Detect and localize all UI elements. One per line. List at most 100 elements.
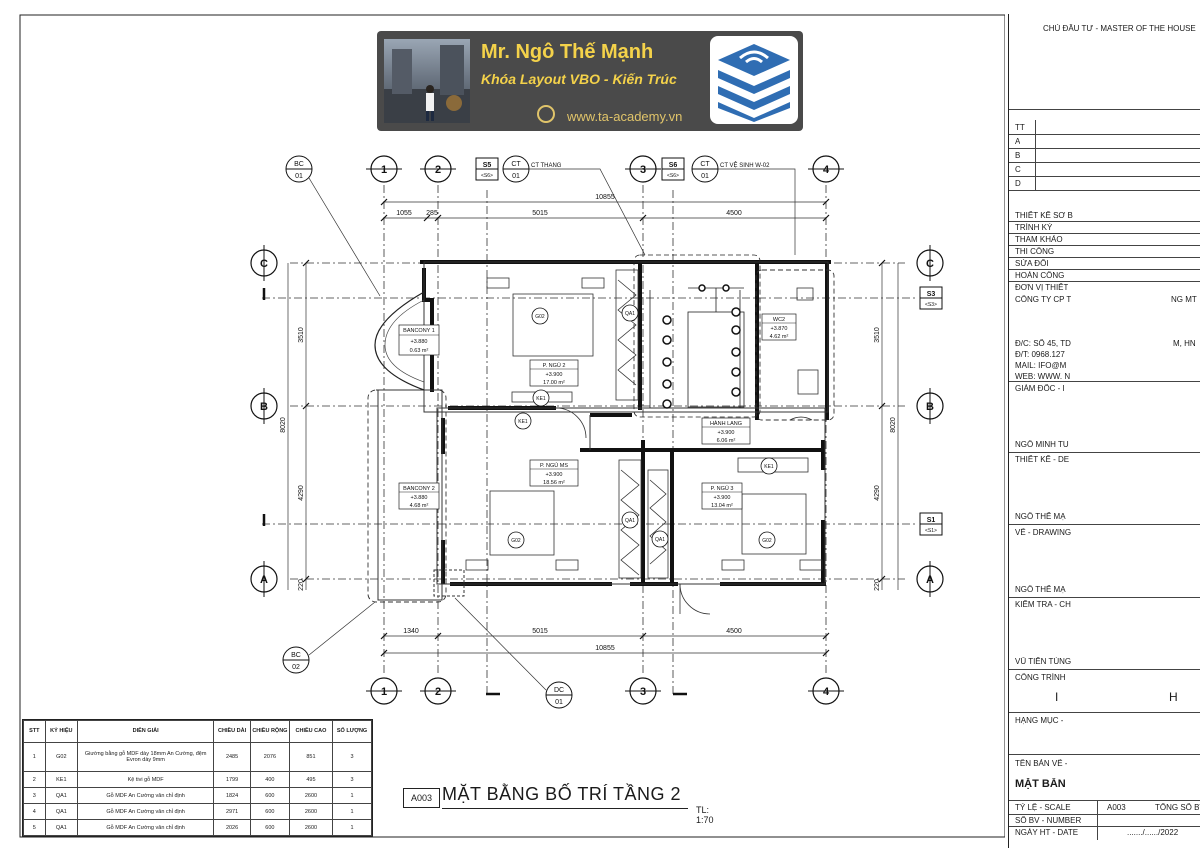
room-name-balcony-1: BANCONY 1 [403,328,435,334]
floor-plan: 1 2 3 4 1 2 3 4 C B A C B A [19,14,1005,838]
tb-stage-3: THAM KHẢO [1015,235,1063,244]
tb-owner: CHỦ ĐẦU TƯ - MASTER OF THE HOUSE [1043,24,1196,33]
instructor-name: Mr. Ngô Thế Mạnh [481,41,654,63]
room-area-balcony-1: 0.63 m² [410,348,429,354]
room-name-bedroom-2: P. NGỦ 2 [543,362,566,369]
table-cell: 2600 [288,787,334,805]
dim-left-seg-1: 3510 [298,327,305,343]
table-cell: 1 [332,803,372,821]
schedule-header-length: CHIỀU DÀI [213,720,251,743]
callout-bc02-top: BC [291,652,301,659]
table-cell: G02 [44,741,79,773]
schedule-header-description: DIỄN GIẢI [77,720,215,743]
table-cell: 851 [288,741,334,773]
grid-label-b-right: B [926,401,934,413]
tag-qa1-3: QA1 [655,537,665,543]
tag-qa1-1: QA1 [625,311,635,317]
balcony-1-outline [374,291,425,391]
section-s3-bottom: <S3> [925,302,937,308]
room-level-wc2: +3.870 [771,326,788,332]
tb-check-name: VŨ TIẾN TÙNG [1015,657,1072,666]
table-cell: 2076 [249,741,290,773]
tb-rev-c: C [1015,165,1021,174]
grid-label-3-top: 3 [640,164,646,176]
callout-ct-stair-bottom: 01 [512,173,520,180]
tag-qa1-2: QA1 [625,518,635,524]
tb-stage-5: SỬA ĐỔI [1015,259,1049,268]
tb-stage-4: THI CÔNG [1015,247,1055,256]
doors [555,407,813,615]
table-cell: 1799 [213,771,251,789]
room-area-hallway: 6.06 m² [717,438,736,444]
grid-label-c-left: C [260,258,268,270]
tb-design-name: NGÔ THẾ MẠ [1015,512,1066,521]
room-level-master-bedroom: +3.900 [546,472,563,478]
dim-right-total: 8020 [890,417,897,433]
room-level-bedroom-2: +3.900 [546,372,563,378]
callout-ct-wc-label: CT VỆ SINH W-02 [720,161,770,169]
tb-drawing-name: NGÔ THẾ MẠ [1015,585,1066,594]
grid-label-4-top: 4 [823,164,830,176]
stacked-layers-logo-icon [710,36,798,124]
room-area-bedroom-3: 13.04 m² [711,503,733,509]
room-name-master-bedroom: P. NGỦ MS [540,462,568,469]
grid-label-4-bottom: 4 [823,686,830,698]
dim-left-total: 8020 [280,417,287,433]
table-cell: Gỗ MDF An Cường vân chỉ định [77,803,215,821]
dim-top-total: 10855 [595,194,615,201]
schedule-header-code: KÝ HIỆU [44,720,79,743]
room-level-bedroom-3: +3.900 [714,495,731,501]
dim-bottom-total: 10855 [595,645,615,652]
tb-rev-d: D [1015,179,1021,188]
furniture-schedule: STT KÝ HIỆU DIỄN GIẢI CHIỀU DÀI CHIỀU RỘ… [22,719,373,837]
wardrobes [615,269,669,579]
table-cell: 5 [23,819,46,836]
section-markers [475,157,943,536]
room-name-balcony-2: BANCONY 2 [403,486,435,492]
table-cell: 2971 [213,803,251,821]
website-link[interactable]: www.ta-academy.vn [567,109,683,124]
tb-company: CÔNG TY CP T [1015,295,1072,304]
tb-phone: Đ/T: 0968.127 [1015,350,1065,359]
callout-ct-wc-top: CT [700,161,710,168]
balcony-2-frame [367,389,447,603]
tag-ke1-3: KE1 [764,464,774,470]
tb-date-value: ......./....../2022 [1127,828,1179,837]
dim-top-seg-4: 4500 [726,210,742,217]
table-cell: QA1 [44,819,79,836]
drawing-title-rule [442,808,688,809]
section-s5-top: S5 [483,162,492,169]
tb-item-label: HẠNG MỤC - [1015,716,1064,725]
table-cell: 1 [332,819,372,836]
dim-top-seg-1: 1055 [396,210,412,217]
tag-g02-2: G02 [511,538,521,544]
callout-bubbles [282,155,719,709]
sheet-border [19,14,1005,838]
table-cell: 1 [332,787,372,805]
room-tag-dividers [399,322,796,493]
grid-bubble-ticks [263,168,931,692]
table-cell: 2 [23,771,46,789]
room-area-balcony-2: 4.68 m² [410,503,429,509]
drawing-code: A003 [403,788,440,808]
dim-bottom-seg-2: 5015 [532,628,548,635]
schedule-header-stt: STT [23,720,46,743]
tag-g02-1: G02 [535,314,545,320]
table-cell: Gỗ MDF An Cường vân chỉ định [77,787,215,805]
table-cell: 2026 [213,819,251,836]
tag-g02-3: G02 [762,538,772,544]
tb-drawing-label: VẼ - DRAWING [1015,528,1072,537]
section-s5-bottom: <S6> [481,173,493,179]
table-cell: QA1 [44,787,79,805]
dimension-lines [287,201,899,654]
room-tag-boxes [398,313,797,510]
tb-sheet-no: A003 [1107,803,1126,812]
room-level-balcony-2: +3.880 [411,495,428,501]
schedule-header-height: CHIỀU CAO [288,720,334,743]
tag-ke1-2: KE1 [518,419,528,425]
section-s6-top: S6 [669,162,678,169]
